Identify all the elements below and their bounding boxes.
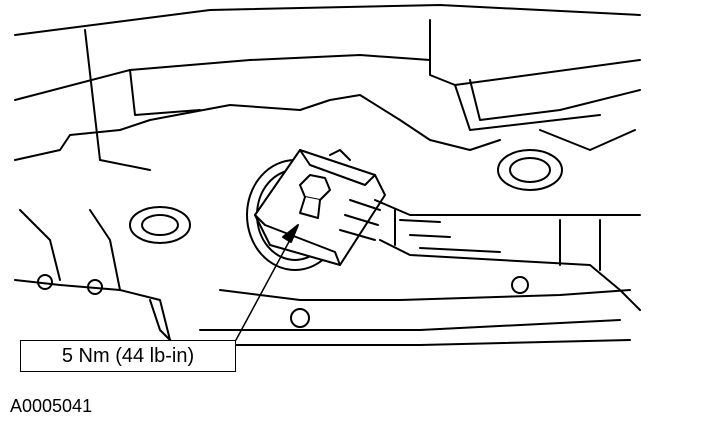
torque-callout-arrow bbox=[235, 224, 299, 341]
torque-callout: 5 Nm (44 lb-in) bbox=[20, 340, 236, 372]
bolt-icon bbox=[299, 174, 331, 219]
transmission-case-outline bbox=[14, 4, 641, 346]
mounting-bosses bbox=[37, 149, 563, 328]
wiring-harness bbox=[339, 199, 641, 311]
figure-id-label: A0005041 bbox=[10, 396, 93, 416]
